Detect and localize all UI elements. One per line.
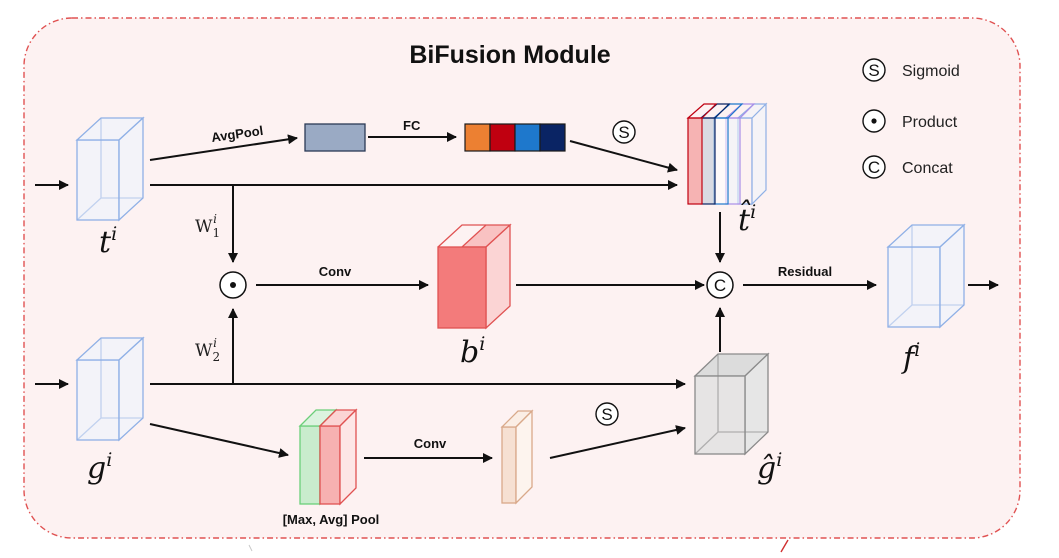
svg-text:C: C: [868, 158, 880, 177]
input-g-cube: [75, 336, 145, 442]
svg-text:S: S: [868, 61, 879, 80]
pooled-vector: [304, 123, 366, 152]
op-fc-label: FC: [403, 118, 421, 133]
concat-icon: C: [862, 155, 886, 179]
sigmoid-icon-bottom: S: [595, 402, 619, 426]
stray-mark-left: [248, 544, 253, 552]
label-t-i: ti: [99, 223, 117, 260]
fc-channel-vector: [464, 123, 566, 152]
svg-text:C: C: [714, 276, 726, 295]
maxavg-pool-cube: [298, 408, 358, 506]
label-t-hat-i: t̂i: [738, 199, 756, 238]
input-t-cube: [75, 116, 145, 222]
arrow-to-g-hat: [549, 425, 686, 459]
op-residual-label: Residual: [778, 264, 832, 279]
legend: S Sigmoid Product C Concat: [862, 58, 960, 179]
op-conv-bottom-label: Conv: [414, 436, 447, 451]
product-node: [219, 271, 247, 299]
arrow-to-t-hat: [569, 140, 678, 173]
label-b-i: bi: [460, 333, 485, 370]
legend-label-sigmoid: Sigmoid: [902, 63, 960, 80]
label-g-hat-i: ĝi: [757, 449, 782, 486]
op-maxavg-pool-label: [Max, Avg] Pool: [283, 512, 380, 527]
module-panel: [23, 17, 1021, 539]
diagram-title: BiFusion Module: [409, 41, 610, 69]
arrow-avgpool: [149, 134, 298, 161]
svg-text:S: S: [618, 123, 629, 142]
b-cube: [437, 223, 512, 330]
t-hat-cube: [686, 102, 768, 206]
label-w1: W1i: [195, 212, 220, 240]
product-icon: [862, 109, 886, 133]
spatial-attention-map: [500, 409, 534, 505]
legend-label-product: Product: [902, 114, 958, 131]
stray-mark-right: [780, 539, 789, 553]
sigmoid-icon: S: [862, 58, 886, 82]
g-hat-cube: [693, 352, 770, 456]
sigmoid-icon-top: S: [612, 120, 636, 144]
legend-label-concat: Concat: [902, 160, 953, 177]
op-avgpool-label: AvgPool: [210, 123, 264, 145]
label-w2: W2i: [195, 336, 220, 364]
concat-node: C: [706, 271, 734, 299]
label-g-i: gi: [87, 449, 112, 486]
arrow-to-pool: [149, 423, 289, 458]
svg-text:S: S: [601, 405, 612, 424]
output-f-cube: [886, 223, 966, 329]
op-conv-top-label: Conv: [319, 264, 352, 279]
